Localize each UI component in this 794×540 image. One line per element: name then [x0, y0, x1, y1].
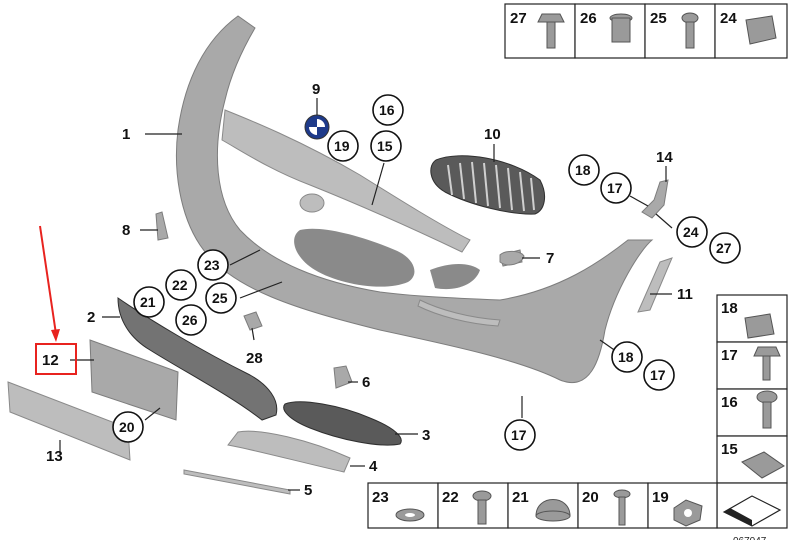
circled-17-top: 17: [607, 180, 623, 196]
top-cell-26: 26: [580, 10, 597, 27]
callout-8: 8: [122, 222, 130, 239]
side-cell-16: 16: [721, 394, 738, 411]
plate-holder: [89, 339, 179, 421]
side-grille: [283, 401, 402, 446]
bottom-cell-23: 23: [372, 489, 389, 506]
body-screw-icon: [756, 390, 778, 404]
bottom-cell-21: 21: [512, 489, 529, 506]
diagram-number: 067047: [733, 536, 767, 540]
clip-8: [155, 211, 169, 241]
circled-21: 21: [140, 294, 156, 310]
flange-bolt-icon: [537, 13, 565, 23]
bumper-panel: [176, 15, 654, 383]
circled-16: 16: [379, 102, 395, 118]
clip-nut-icon: [744, 313, 775, 339]
callout-11: 11: [677, 286, 693, 303]
circled-27: 27: [716, 240, 732, 256]
circled-20: 20: [119, 419, 135, 435]
circled-19: 19: [334, 138, 350, 154]
circled-24: 24: [683, 224, 699, 240]
top-cell-24: 24: [720, 10, 737, 27]
callout-3: 3: [422, 427, 430, 444]
hex-screw-icon: [753, 346, 781, 357]
top-cell-27: 27: [510, 10, 527, 27]
circled-15: 15: [377, 138, 393, 154]
side-cell-17: 17: [721, 347, 738, 364]
circled-17-bottom: 17: [511, 427, 527, 443]
trim-strip: [183, 469, 291, 495]
callout-7: 7: [546, 250, 554, 267]
bottom-parts-strip: 23 22 21 20 19: [367, 482, 718, 529]
callout-5: 5: [304, 482, 312, 499]
bottom-cell-20: 20: [582, 489, 599, 506]
callout-4: 4: [369, 458, 378, 475]
circled-25: 25: [212, 290, 228, 306]
callout-labels: 1 2 3 4 5 6 7 8 9 10 11 13 14 28: [46, 81, 693, 499]
circled-23: 23: [204, 257, 220, 273]
lower-grille: [117, 297, 278, 421]
side-strip-11: [637, 257, 673, 313]
top-parts-strip: 27 26 25 24: [504, 3, 788, 59]
callout-6: 6: [362, 374, 370, 391]
leader-lines: [59, 98, 673, 491]
trim-ring: [227, 430, 351, 473]
bracket-28: [243, 311, 263, 331]
tow-cover-7: [499, 250, 525, 266]
bmw-emblem: [304, 114, 330, 140]
highlight-part-12: 12: [35, 225, 77, 375]
callout-10: 10: [484, 126, 501, 143]
spring-nut-icon: [745, 15, 777, 45]
callout-28: 28: [246, 350, 263, 367]
top-cell-25: 25: [650, 10, 667, 27]
bracket-6: [333, 365, 353, 389]
circled-18-top: 18: [575, 162, 591, 178]
kidney-grille: [430, 155, 546, 215]
bottom-cell-19: 19: [652, 489, 669, 506]
bottom-cell-22: 22: [442, 489, 459, 506]
circled-labels: 16 15 19 18 17 24 27 23 22 21 25 26 20 1…: [112, 94, 741, 451]
circled-26: 26: [182, 312, 198, 328]
bracket-14: [641, 179, 669, 219]
callout-2: 2: [87, 309, 95, 326]
flange-bolt-shank: [546, 21, 556, 49]
plate-cover: [7, 381, 131, 461]
square-nut-icon: [741, 451, 785, 479]
callout-1: 1: [122, 126, 130, 143]
callout-12: 12: [42, 352, 59, 369]
callout-14: 14: [656, 149, 673, 166]
side-cell-15: 15: [721, 441, 738, 458]
callout-9: 9: [312, 81, 320, 98]
circled-18-mid: 18: [618, 349, 634, 365]
side-cell-18: 18: [721, 300, 738, 317]
circled-17-mid: 17: [650, 367, 666, 383]
callout-13: 13: [46, 448, 63, 465]
circled-22: 22: [172, 277, 188, 293]
side-parts-strip: 18 17 16 15: [716, 294, 788, 529]
